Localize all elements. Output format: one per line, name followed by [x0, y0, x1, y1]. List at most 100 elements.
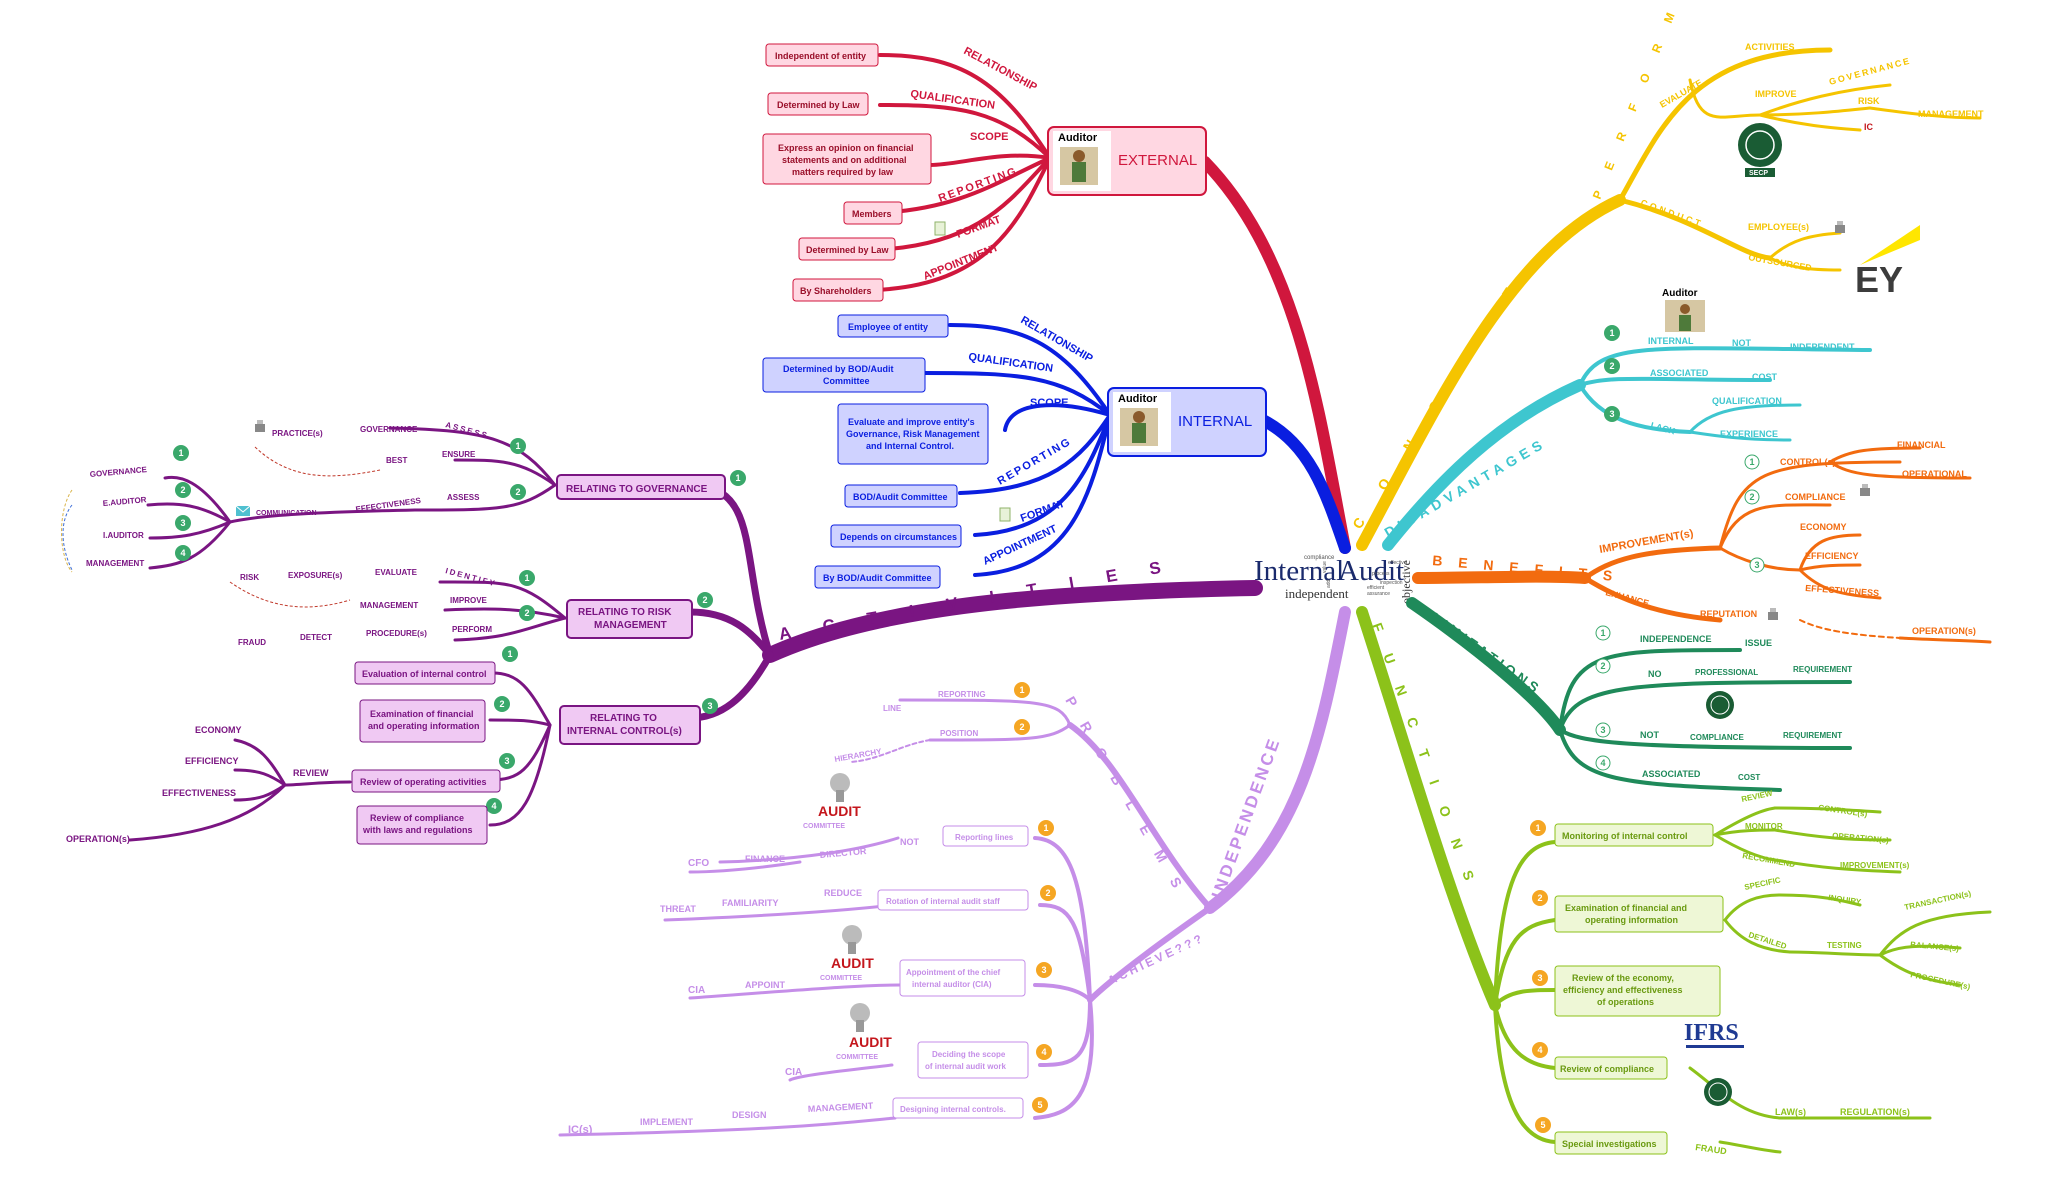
ifrs-text: IFRS — [1684, 1020, 1739, 1046]
lim-issue-label: ISSUE — [1745, 638, 1772, 648]
fn-monitor-label: MONITOR — [1745, 822, 1783, 831]
num-badge: 4 — [1537, 1045, 1542, 1055]
internal-control-node[interactable]: RELATING TO INTERNAL CONTROL(s) — [559, 705, 701, 745]
gov-ensure-label: ENSURE — [442, 450, 476, 459]
dis-qualification-label: QUALIFICATION — [1712, 396, 1782, 406]
problem-position-label: POSITION — [940, 729, 978, 738]
governance-title: RELATING TO GOVERNANCE — [566, 484, 708, 495]
problems-title: P R O B L E M S — [1062, 694, 1189, 898]
disadvantages-items: INTERNAL NOT INDEPENDENT ASSOCIATED COST… — [1648, 336, 1855, 439]
num-badge: 2 — [1537, 893, 1542, 903]
risk-perform-label: PERFORM — [452, 625, 492, 634]
disadvantages-nums: 1 2 3 — [1604, 325, 1620, 422]
ic-box-compliance-2: with laws and regulations — [362, 825, 473, 835]
governance-node[interactable]: RELATING TO GOVERNANCE — [556, 474, 726, 500]
box-scope-1: Deciding the scope — [932, 1050, 1006, 1059]
benefits-subbranches — [1582, 446, 1992, 644]
dis-experience-label: EXPERIENCE — [1720, 429, 1778, 439]
ic-box-examination-2: and operating information — [368, 721, 480, 731]
ind-cia1-label: CIA — [688, 985, 705, 996]
num-badge: 2 — [515, 487, 520, 497]
risk-exposure-label: EXPOSURE(s) — [288, 571, 343, 580]
functions-boxes[interactable]: Monitoring of internal control Examinati… — [1554, 823, 1724, 1155]
risk-node[interactable]: RELATING TO RISK MANAGEMENT — [566, 599, 693, 639]
internal-box-qualification-1: Determined by BOD/Audit — [783, 364, 894, 374]
printer-icon — [1835, 221, 1845, 233]
fn-transactions-label: TRANSACTION(s) — [1904, 889, 1973, 912]
internal-boxes[interactable]: Employee of entity Determined by BOD/Aud… — [762, 314, 989, 589]
ind-cfo-label: CFO — [688, 858, 709, 869]
functions-items: REVIEW CONTROL(s) MONITOR OPERATION(s) R… — [1695, 788, 1973, 1156]
functions-subbranches — [1493, 806, 1992, 1154]
gov-eauditor-label: E.AUDITOR — [102, 495, 147, 508]
governance-items: ASSESS ENSURE GOVERNANCE PRACTICE(s) BES… — [86, 420, 490, 568]
central-word-compliance: compliance — [1304, 555, 1335, 561]
num-badge: 3 — [1609, 409, 1614, 419]
num-badge: 5 — [1037, 1100, 1042, 1110]
internal-auditor-label: Auditor — [1118, 393, 1158, 405]
risk-detect-label: DETECT — [300, 633, 332, 642]
central-node[interactable]: Internal Audit independent objective com… — [1252, 545, 1414, 607]
branch-disadvantages — [1382, 379, 1586, 551]
ic-boxes[interactable]: Evaluation of internal control Examinati… — [351, 661, 501, 845]
external-box-relationship: Independent of entity — [775, 51, 866, 61]
ic-effectiveness-label: EFFECTIVENESS — [162, 788, 236, 798]
central-word-assurance: assurance — [1367, 591, 1390, 597]
ic-title-1: RELATING TO — [590, 713, 657, 724]
central-word-independent: independent — [1285, 586, 1349, 601]
gov-governance2-label: GOVERNANCE — [89, 465, 148, 479]
external-box-scope-3: matters required by law — [792, 167, 894, 177]
box-reporting-lines: Reporting lines — [955, 833, 1014, 842]
num-badge: 2 — [1045, 888, 1050, 898]
risk-improve-label: IMPROVE — [450, 596, 488, 605]
external-label-scope: SCOPE — [970, 131, 1009, 143]
branch-limitations — [1406, 597, 1566, 736]
dis-associated-label: ASSOCIATED — [1650, 368, 1709, 378]
ind-cia2-label: CIA — [785, 1067, 802, 1078]
concept-governance-label: GOVERNANCE — [1828, 55, 1912, 87]
internal-title: INTERNAL — [1178, 413, 1252, 430]
fn-box-monitoring: Monitoring of internal control — [1562, 831, 1688, 841]
central-word-add: add — [1326, 579, 1332, 588]
internal-node[interactable]: Auditor INTERNAL — [1107, 387, 1267, 457]
committee-word: COMMITTEE — [820, 975, 862, 982]
lim-cost-label: COST — [1738, 773, 1760, 782]
num-badge: 1 — [1535, 823, 1540, 833]
ben-operational-label: OPERATIONAL — [1902, 469, 1967, 479]
fn-operations-label: OPERATION(s) — [1832, 831, 1890, 845]
ind-threat-label: THREAT — [660, 904, 696, 914]
internal-box-relationship: Employee of entity — [848, 322, 928, 332]
concept-subbranches — [1617, 47, 1982, 272]
ic-operations-label: OPERATION(s) — [66, 834, 130, 844]
branch-external — [1199, 156, 1351, 554]
external-node[interactable]: Auditor EXTERNAL — [1047, 126, 1207, 196]
disadvantages-auditor-icon: Auditor — [1662, 288, 1705, 332]
branch-functions — [1356, 606, 1501, 1011]
limitations-nums: 1 2 3 4 — [1595, 625, 1611, 771]
printer-icon — [1860, 484, 1870, 496]
committee-word: COMMITTEE — [836, 1054, 878, 1061]
achieve-title: ACHIEVE??? — [1105, 931, 1206, 988]
concept-items: ACTIVITIES EVALUATE IMPROVE GOVERNANCE R… — [1639, 42, 1984, 273]
ind-familiarity-label: FAMILIARITY — [722, 898, 779, 908]
fn-fraud-label: FRAUD — [1695, 1142, 1728, 1156]
internal-label-format: FORMAT — [1019, 498, 1067, 525]
num-badge: 1 — [735, 473, 740, 483]
concept-employee-label: EMPLOYEE(s) — [1748, 222, 1809, 232]
external-boxes[interactable]: Independent of entity Determined by Law … — [762, 43, 932, 302]
internal-label-qualification: QUALIFICATION — [968, 351, 1054, 375]
internal-label-appointment: APPOINTMENT — [981, 523, 1059, 568]
independence-boxes[interactable]: Reporting lines Rotation of internal aud… — [877, 825, 1029, 1119]
ben-efficiency-label: EFFICIENCY — [1805, 551, 1859, 561]
external-section — [873, 53, 1052, 292]
risk-title-2: MANAGEMENT — [594, 620, 667, 631]
ben-operations-label: OPERATION(s) — [1912, 626, 1976, 636]
fn-laws-label: LAW(s) — [1775, 1107, 1806, 1117]
lim-compliance-label: COMPLIANCE — [1690, 733, 1744, 742]
external-box-reporting: Members — [852, 209, 892, 219]
central-word-effective: effective — [1388, 560, 1407, 566]
fn-inquiry-label: INQUIRY — [1828, 893, 1863, 907]
fn-regulations-label: REGULATION(s) — [1840, 1107, 1910, 1117]
ben-financial-label: FINANCIAL — [1897, 440, 1946, 450]
